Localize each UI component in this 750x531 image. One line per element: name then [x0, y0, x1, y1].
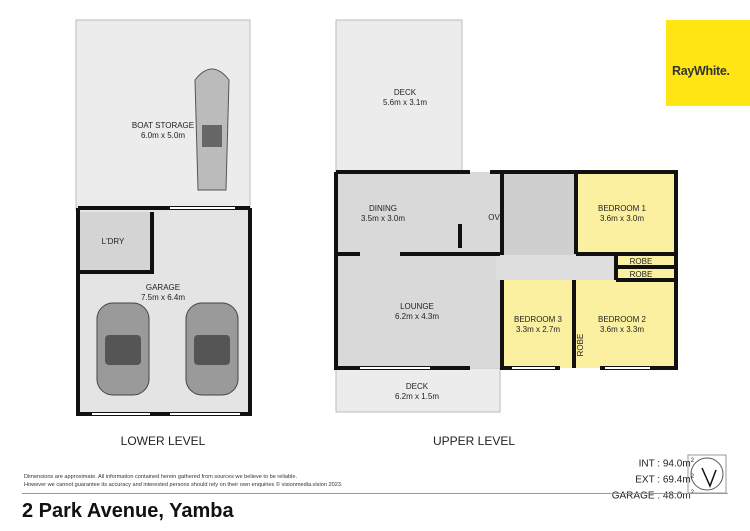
room-size: 6.2m x 4.3m — [395, 312, 439, 321]
level-label: UPPER LEVEL — [433, 434, 515, 448]
disclaimer-line-2: However we cannot guarantee its accuracy… — [24, 482, 343, 488]
lower-level-plan: BOAT STORAGE 6.0m x 5.0m L'DRY GARAGE 7.… — [75, 19, 252, 448]
bedroom-1 — [576, 172, 676, 254]
room-size: 3.6m x 3.0m — [600, 214, 644, 223]
room-name: ROBE — [630, 270, 653, 279]
boat-icon — [194, 68, 230, 191]
room-size: 5.6m x 3.1m — [383, 98, 427, 107]
property-address: 2 Park Avenue, Yamba — [22, 500, 234, 522]
ext-area: EXT : 69.4m2 — [635, 473, 694, 486]
ray-white-logo: RayWhite. — [666, 20, 750, 106]
room-name: BEDROOM 3 — [514, 315, 563, 324]
car-icon — [96, 302, 150, 396]
room-name: DECK — [394, 88, 417, 97]
room-name: ROBE — [630, 257, 653, 266]
room-name: LOUNGE — [400, 302, 434, 311]
room-name: BEDROOM 1 — [598, 204, 647, 213]
upper-walls — [334, 170, 678, 370]
laundry-area — [80, 212, 150, 272]
bottom-deck-area — [335, 367, 501, 413]
room-name: BEDROOM 2 — [598, 315, 647, 324]
oven-label: OV — [488, 213, 500, 222]
garage-walls — [76, 206, 252, 416]
int-area: INT : 94.0m2 — [638, 458, 694, 470]
room-name: DECK — [406, 382, 429, 391]
bedroom-2 — [574, 280, 676, 368]
room-size: 3.5m x 3.0m — [361, 214, 405, 223]
room-name: GARAGE — [146, 283, 180, 292]
room-name: BOAT STORAGE — [132, 121, 194, 130]
room-size: 6.2m x 1.5m — [395, 392, 439, 401]
room-size: 6.0m x 5.0m — [141, 131, 185, 140]
room-size: 7.5m x 6.4m — [141, 293, 185, 302]
living-area — [336, 172, 502, 368]
bedroom-3 — [502, 280, 574, 368]
divider — [22, 493, 728, 494]
garage-windows — [92, 207, 240, 415]
north-arrow-icon — [687, 454, 727, 494]
room-name: L'DRY — [102, 237, 125, 246]
area-summary: INT : 94.0m2 EXT : 69.4m2 GARAGE : 48.0m… — [612, 455, 694, 502]
room-name: ROBE — [576, 334, 585, 357]
room-size: 3.3m x 2.7m — [516, 325, 560, 334]
disclaimer-line-1: Dimensions are approximate. All informat… — [24, 474, 297, 480]
car-icon — [185, 302, 239, 396]
upper-level-plan: DECK 5.6m x 3.1m DINING 3.5m x 3.0m LOUN… — [334, 19, 678, 448]
room-name: DINING — [369, 204, 397, 213]
garage-area-total: GARAGE : 48.0m2 — [611, 489, 694, 501]
room-size: 3.6m x 3.3m — [600, 325, 644, 334]
hallway — [496, 255, 616, 280]
level-label: LOWER LEVEL — [121, 434, 206, 448]
